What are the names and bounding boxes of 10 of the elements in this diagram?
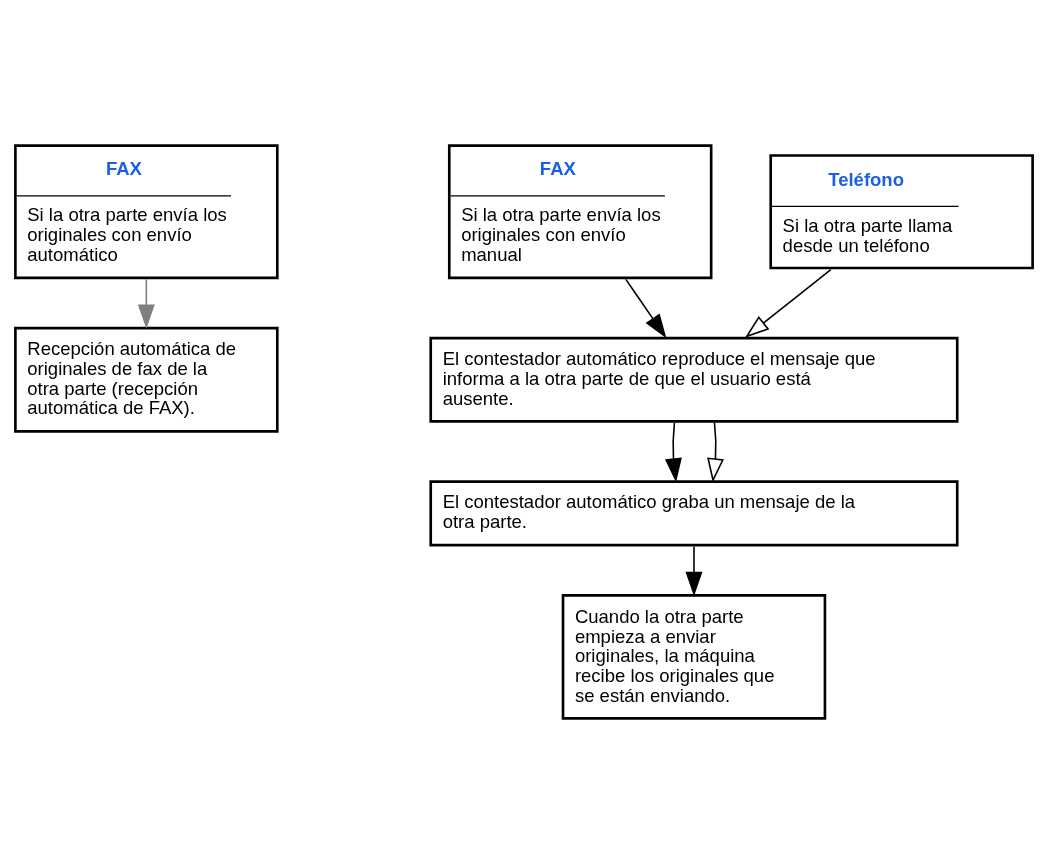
node-box: Cuando la otra parte empieza a enviar originales, la máquina recibe los originales que se están enviando. bbox=[561, 594, 827, 720]
arrow bbox=[664, 422, 682, 483]
arrow bbox=[685, 545, 703, 597]
node-box: El contestador automático reproduce el mensaje que informa a la otra parte de que el usuario está ausente. bbox=[429, 336, 959, 423]
arrow bbox=[137, 278, 155, 329]
node-box: Recepción automática de originales de fax de la otra parte (recepción automática de FAX). bbox=[14, 326, 279, 433]
arrow bbox=[625, 278, 667, 339]
arrow bbox=[707, 422, 724, 483]
arrow bbox=[744, 268, 832, 338]
node-box: El contestador automático graba un mensaje de la otra parte. bbox=[429, 480, 959, 547]
